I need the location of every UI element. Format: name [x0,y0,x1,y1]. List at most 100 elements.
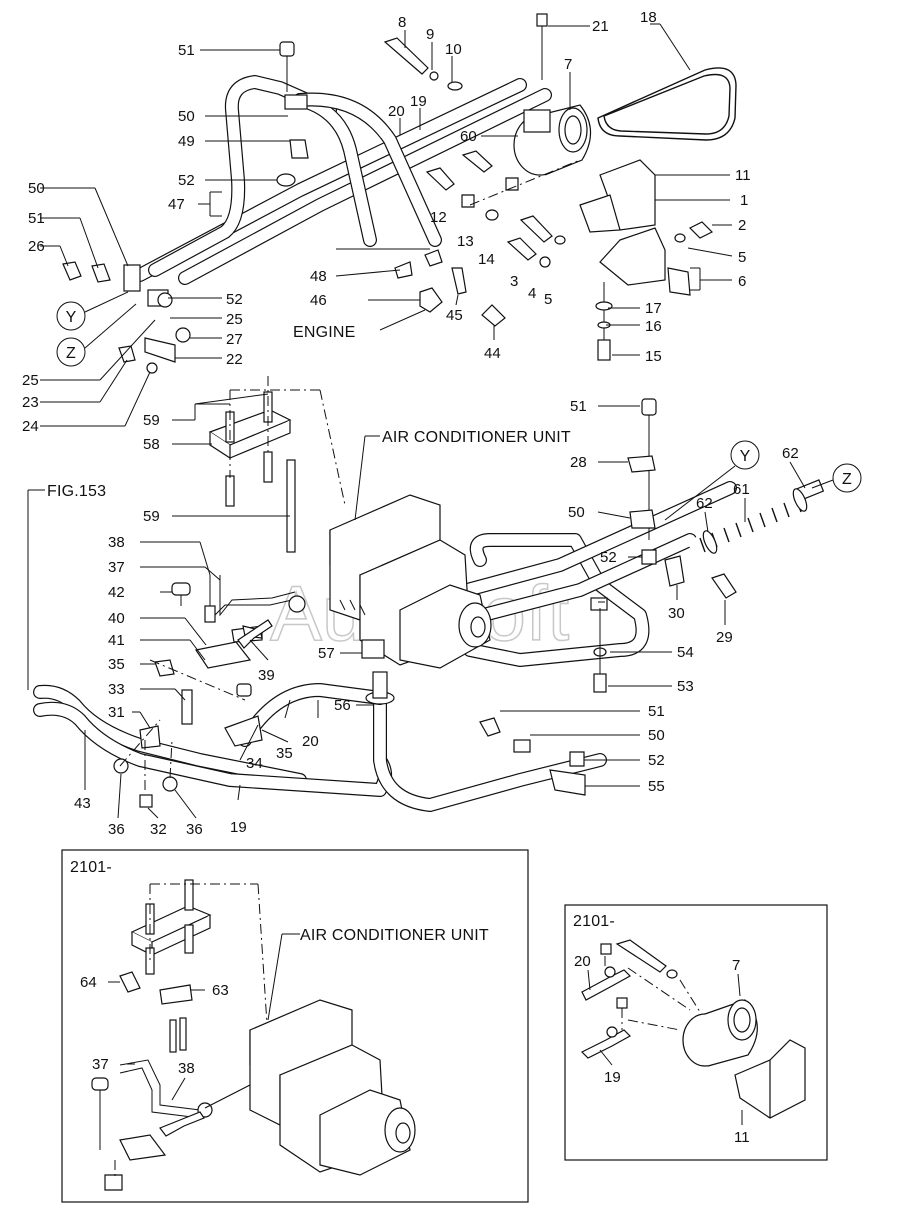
part-number: 31 [108,704,125,721]
part-number: 12 [430,209,447,226]
part-number: 50 [648,727,665,744]
bolt-icon [593,673,607,693]
nut-icon [157,292,173,308]
clamp-bracket [549,769,586,796]
part-number: 32 [150,821,167,838]
nut-icon [175,327,191,343]
part-number: 33 [108,681,125,698]
washer-icon [146,362,158,374]
washer-icon [554,235,566,245]
fitting-icon [451,267,467,295]
serial-range-label: 2101- [573,913,615,930]
part-number: 51 [570,398,587,415]
hose-clamp [629,509,656,529]
spring-washer-icon [429,71,439,81]
washer-icon [539,256,551,268]
part-number: 58 [143,436,160,453]
part-number: 52 [600,549,617,566]
part-number: 38 [108,534,125,551]
bolt-icon [479,717,501,737]
part-number: 25 [226,311,243,328]
part-number: 36 [186,821,203,838]
part-number: 11 [734,1129,750,1146]
part-number: 22 [226,351,243,368]
part-number: 57 [318,645,335,662]
part-number: 5 [544,291,552,308]
part-number: 6 [738,273,746,290]
part-number: 18 [640,9,657,26]
part-number: 43 [74,795,91,812]
part-number: 3 [510,273,518,290]
svg-text:Z: Z [842,471,852,488]
part-number: 19 [410,93,427,110]
part-number: 61 [733,481,750,498]
mounting-plate [208,391,296,553]
part-number: 5 [738,249,746,266]
connector-block [361,639,385,659]
part-number: 19 [230,819,247,836]
svg-text:Z: Z [66,345,76,362]
part-number: 51 [28,210,45,227]
part-number: 52 [178,172,195,189]
washer-icon [674,233,686,243]
part-number: 56 [334,697,351,714]
figure-reference: FIG.153 [47,483,106,500]
drive-belt [597,67,737,141]
part-number: 41 [108,632,125,649]
part-number: 9 [426,26,434,43]
clamp-bracket [664,555,685,587]
part-number: 52 [648,752,665,769]
part-number: 20 [388,103,405,120]
part-number: 51 [648,703,665,720]
washer-icon [485,209,499,221]
inset-left [91,879,416,1191]
leader-lines-middle [27,393,806,819]
part-number: 16 [645,318,662,335]
mount-bracket [599,227,666,286]
bolt-icon [711,573,737,599]
part-number: 63 [212,982,229,999]
part-number: 35 [276,745,293,762]
bolt-icon [383,37,429,75]
leader-lines-top [40,23,733,427]
compressor [513,104,592,176]
callout-y [56,301,86,331]
part-number: 4 [528,285,536,302]
part-number: 25 [22,372,39,389]
hose-clamp [590,597,608,611]
part-number: 29 [716,629,733,646]
part-number: 1 [740,192,748,209]
inset-right-frame [564,904,828,1161]
bolt-icon [279,41,295,57]
part-number: 24 [22,418,39,435]
part-number: 21 [592,18,609,35]
part-number-labels: 51 8 9 10 21 18 7 50 20 19 60 49 11 52 4… [22,9,799,1146]
bolt-icon [536,13,548,27]
part-number: 62 [782,445,799,462]
fitting-icon [394,261,413,279]
part-number: 42 [108,584,125,601]
part-number: 10 [445,41,462,58]
part-number: 26 [28,238,45,255]
part-number: 37 [108,559,125,576]
nut-icon [461,194,475,208]
part-number: 52 [226,291,243,308]
part-number: 14 [478,251,495,268]
svg-text:Y: Y [740,448,751,465]
part-number: 46 [310,292,327,309]
part-number: 20 [574,953,591,970]
hose-clamp [123,264,141,292]
fitting-icon [424,249,443,267]
part-number: 20 [302,733,319,750]
part-number: 51 [178,42,195,59]
part-number: 59 [143,508,160,525]
bolt-icon [688,221,714,239]
bolt-icon [237,619,273,649]
bolt-icon [118,345,136,363]
clamp-bracket [289,139,309,159]
part-number: 54 [677,644,694,661]
part-number: 62 [696,495,713,512]
bolt-icon [506,237,537,261]
part-number: 27 [226,331,243,348]
bolt-icon [461,150,493,173]
